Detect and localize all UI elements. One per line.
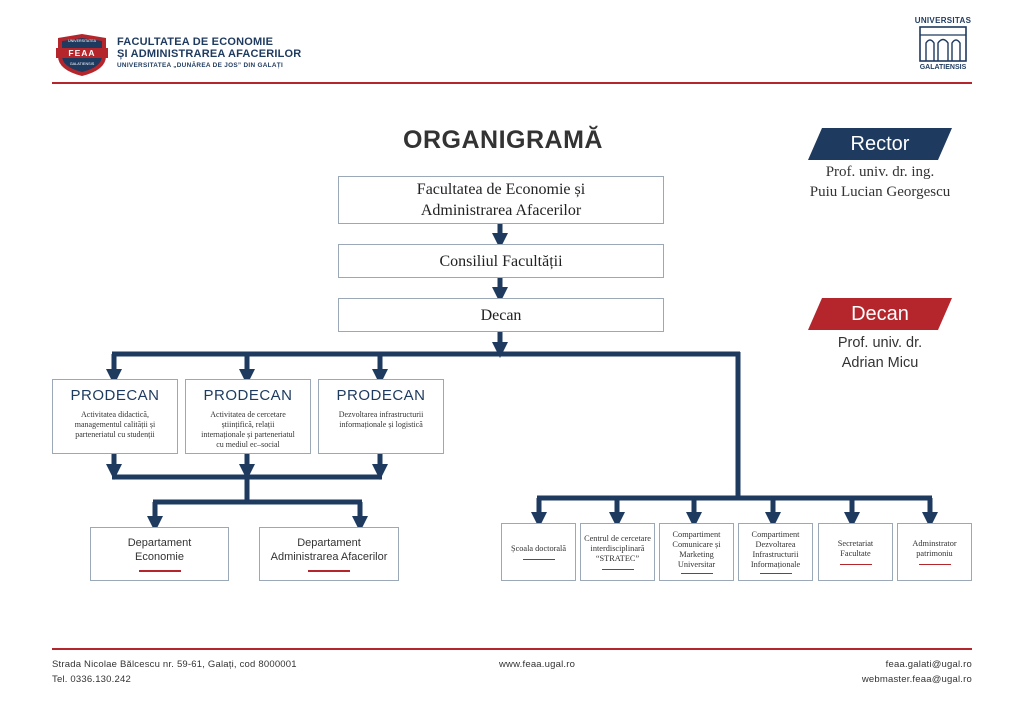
unit-label-line: patrimoniu	[916, 548, 953, 558]
unit-underline	[759, 572, 792, 575]
prodean-desc-line: Activitatea didactică,	[81, 410, 149, 419]
dean-box: Decan	[338, 298, 664, 332]
footer-website-link[interactable]: www.feaa.ugal.ro	[499, 659, 576, 670]
unit-label-line: interdisciplinară	[590, 543, 645, 553]
uni-logo-bottom: GALATIENSIS	[912, 64, 974, 71]
department-underline	[138, 570, 181, 572]
footer-divider	[52, 648, 972, 650]
prodean-desc-line: Dezvoltarea infrastructurii	[338, 410, 424, 419]
prodean-desc-line: informaționale și logistică	[339, 420, 423, 429]
department-label-line: Departament	[297, 537, 361, 550]
unit-underline	[522, 558, 555, 561]
council-label: Consiliul Facultății	[439, 252, 563, 270]
unit-label-line: Facultate	[840, 548, 871, 558]
department-label-line: Departament	[127, 537, 192, 550]
unit-label: Secretariat Facultate	[835, 539, 876, 559]
decan-name: Prof. univ. dr. Adrian Micu	[780, 333, 980, 373]
faculty-box-line2: Administrarea Afacerilor	[420, 202, 582, 219]
uni-logo-top: UNIVERSITAS	[914, 16, 972, 25]
unit-administrator-patrimoniu: Adminstrator patrimoniu	[897, 523, 972, 581]
prodean-desc-line: parteneriatul cu studenții	[75, 430, 155, 439]
council-box: Consiliul Facultății	[338, 244, 664, 278]
unit-label-line: Compartiment	[672, 529, 721, 539]
prodean-box-1: PRODECAN Activitatea didactică, manageme…	[52, 379, 178, 454]
unit-dezvoltarea-infrastructurii: Compartiment Dezvoltarea Infrastructurii…	[738, 523, 813, 581]
unit-underline	[839, 563, 872, 566]
unit-label-line: Adminstrator	[912, 538, 957, 548]
unit-label: Centrul de cercetare interdisciplinară “…	[581, 534, 654, 564]
footer-email-link[interactable]: feaa.galati@ugal.ro	[885, 659, 972, 670]
faculty-name-line1: FACULTATEA DE ECONOMIE	[117, 36, 274, 48]
page-title: ORGANIGRAMĂ	[403, 126, 603, 154]
prodean-title: PRODECAN	[203, 387, 293, 404]
department-label: Departament Economie	[128, 536, 192, 564]
unit-label-line: Dezvoltarea	[755, 539, 796, 549]
department-label: Departament Administrarea Afacerilor	[271, 536, 388, 564]
prodean-description: Activitatea didactică, managementul cali…	[53, 410, 177, 440]
unit-secretariat: Secretariat Facultate	[818, 523, 893, 581]
unit-label-line: Infrastructurii	[752, 549, 799, 559]
rector-name-line: Prof. univ. dr. ing.	[825, 164, 935, 180]
prodean-box-3: PRODECAN Dezvoltarea infrastructurii inf…	[318, 379, 444, 454]
unit-label: Compartiment Comunicare și Marketing Uni…	[669, 530, 723, 570]
unit-underline	[680, 572, 713, 575]
unit-label-line: Compartiment	[751, 529, 800, 539]
faculty-logo: UNIVERSITATEA FEAA GALATIENSIS	[52, 30, 112, 78]
footer-webmaster-link[interactable]: webmaster.feaa@ugal.ro	[861, 674, 972, 685]
logo-badge-text: FEAA	[68, 48, 96, 58]
university-building-icon	[919, 26, 967, 62]
rector-name: Prof. univ. dr. ing. Puiu Lucian Georges…	[780, 162, 980, 202]
unit-centrul-stratec: Centrul de cercetare interdisciplinară “…	[580, 523, 655, 581]
logo-badge-bottom: GALATIENSIS	[69, 62, 95, 66]
unit-label: Adminstrator patrimoniu	[909, 539, 959, 559]
unit-label-line: Informaționale	[750, 559, 801, 569]
decan-name-line: Prof. univ. dr.	[837, 335, 923, 351]
department-label-line: Economie	[135, 551, 184, 564]
unit-label-line: Secretariat	[837, 538, 874, 548]
faculty-crest-icon	[56, 34, 108, 76]
dean-label: Decan	[480, 306, 522, 324]
department-underline	[308, 570, 350, 572]
footer-phone: Tel. 0336.130.242	[52, 674, 131, 685]
faculty-box: Facultatea de Economie și Administrarea …	[338, 176, 664, 224]
university-name: UNIVERSITATEA „DUNĂREA DE JOS” DIN GALAȚ…	[117, 62, 284, 69]
prodean-desc-line: internaționale și parteneriatul	[201, 430, 295, 439]
unit-label: Compartiment Dezvoltarea Infrastructurii…	[748, 530, 803, 570]
department-label-line: Administrarea Afacerilor	[270, 551, 388, 564]
department-economie: Departament Economie	[90, 527, 229, 581]
unit-label-line: Marketing	[679, 549, 714, 559]
prodean-desc-line: cu mediul ec–social	[216, 440, 280, 449]
unit-label-line: Comunicare și	[672, 539, 721, 549]
logo-badge-top: UNIVERSITATEA	[67, 39, 97, 43]
unit-label-line: Centrul de cercetare	[584, 533, 651, 543]
department-administrarea-afacerilor: Departament Administrarea Afacerilor	[259, 527, 399, 581]
prodean-description: Dezvoltarea infrastructurii informaționa…	[319, 410, 443, 430]
rector-name-line: Puiu Lucian Georgescu	[809, 184, 951, 200]
unit-underline	[601, 568, 634, 571]
decan-badge: Decan	[808, 298, 952, 330]
unit-label-line: “STRATEC”	[595, 553, 640, 563]
rector-badge: Rector	[808, 128, 952, 160]
faculty-box-line1: Facultatea de Economie și	[416, 181, 586, 198]
decan-name-line: Adrian Micu	[841, 355, 919, 371]
prodean-desc-line: Activitatea de cercetare	[210, 410, 286, 419]
prodean-title: PRODECAN	[336, 387, 426, 404]
unit-label-line: Școala doctorală	[510, 543, 567, 553]
prodean-desc-line: științifică, relații	[221, 420, 275, 429]
faculty-name-line2: ȘI ADMINISTRAREA AFACERILOR	[117, 48, 302, 60]
prodean-description: Activitatea de cercetare științifică, re…	[186, 410, 310, 450]
unit-label-line: Universitar	[677, 559, 716, 569]
unit-scoala-doctorala: Școala doctorală	[501, 523, 576, 581]
prodean-box-2: PRODECAN Activitatea de cercetare științ…	[185, 379, 311, 454]
unit-comunicare-marketing: Compartiment Comunicare și Marketing Uni…	[659, 523, 734, 581]
unit-underline	[918, 563, 951, 566]
prodean-title: PRODECAN	[70, 387, 160, 404]
university-logo: UNIVERSITAS GALATIENSIS	[912, 16, 974, 78]
header-divider	[52, 82, 972, 84]
prodean-desc-line: managementul calității și	[74, 420, 156, 429]
footer-address: Strada Nicolae Bălcescu nr. 59-61, Galaț…	[52, 659, 297, 670]
